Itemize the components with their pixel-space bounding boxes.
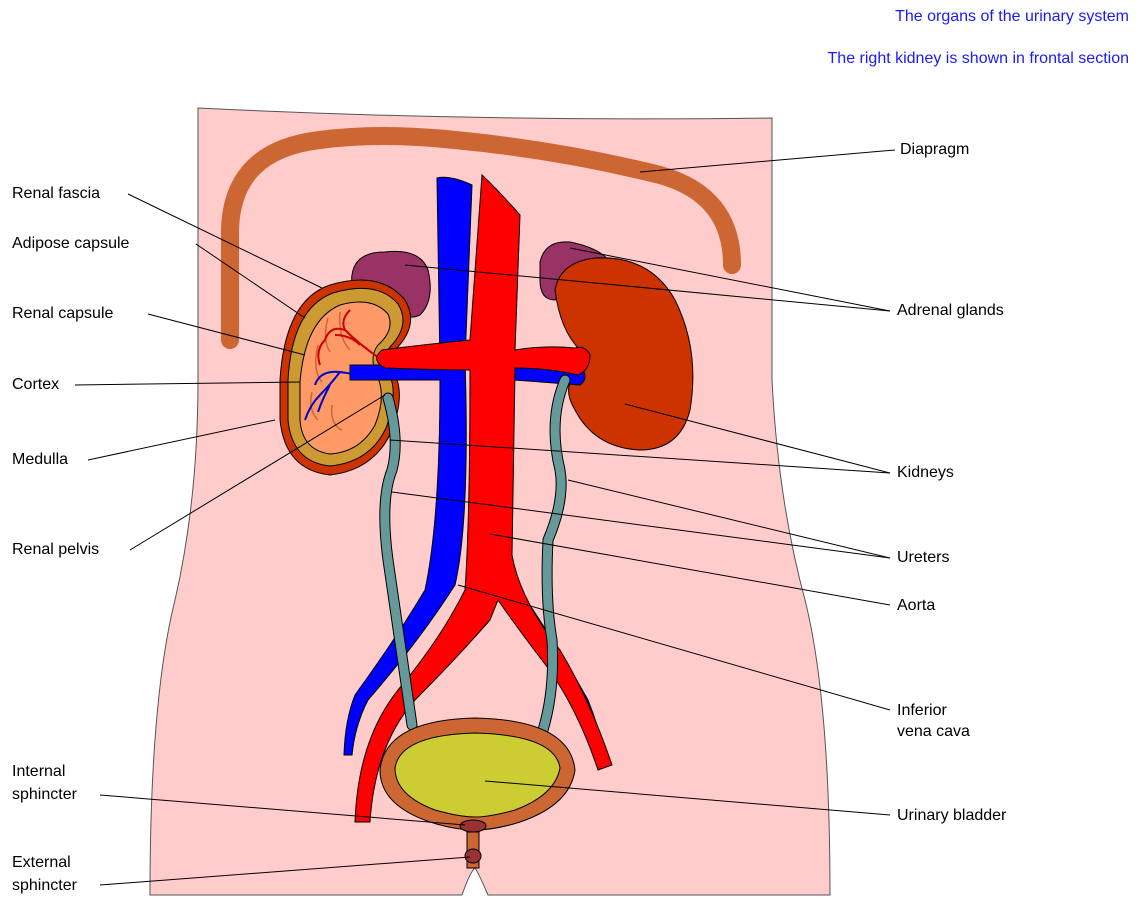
label-urinary-bladder: Urinary bladder: [897, 806, 1006, 826]
label-external-sphincter-line2: sphincter: [12, 876, 77, 896]
label-inferior-vena-cava-line2: vena cava: [897, 722, 970, 742]
label-ureters: Ureters: [897, 548, 949, 568]
diagram-subtitle: The right kidney is shown in frontal sec…: [828, 50, 1129, 68]
label-cortex: Cortex: [12, 375, 59, 395]
external-sphincter: [465, 849, 481, 863]
label-external-sphincter-line1: External: [12, 853, 71, 873]
diagram-title: The organs of the urinary system: [895, 8, 1129, 26]
label-diapragm: Diapragm: [900, 140, 969, 160]
label-inferior-vena-cava-line1: Inferior: [897, 701, 947, 721]
label-medulla: Medulla: [12, 450, 68, 470]
label-renal-capsule: Renal capsule: [12, 304, 113, 324]
label-renal-pelvis: Renal pelvis: [12, 540, 99, 560]
label-adrenal-glands: Adrenal glands: [897, 301, 1004, 321]
label-internal-sphincter-line1: Internal: [12, 762, 65, 782]
label-renal-fascia: Renal fascia: [12, 184, 100, 204]
label-internal-sphincter-line2: sphincter: [12, 785, 77, 805]
label-aorta: Aorta: [897, 596, 935, 616]
internal-sphincter: [460, 820, 486, 832]
label-kidneys: Kidneys: [897, 463, 954, 483]
label-adipose-capsule: Adipose capsule: [12, 234, 129, 254]
